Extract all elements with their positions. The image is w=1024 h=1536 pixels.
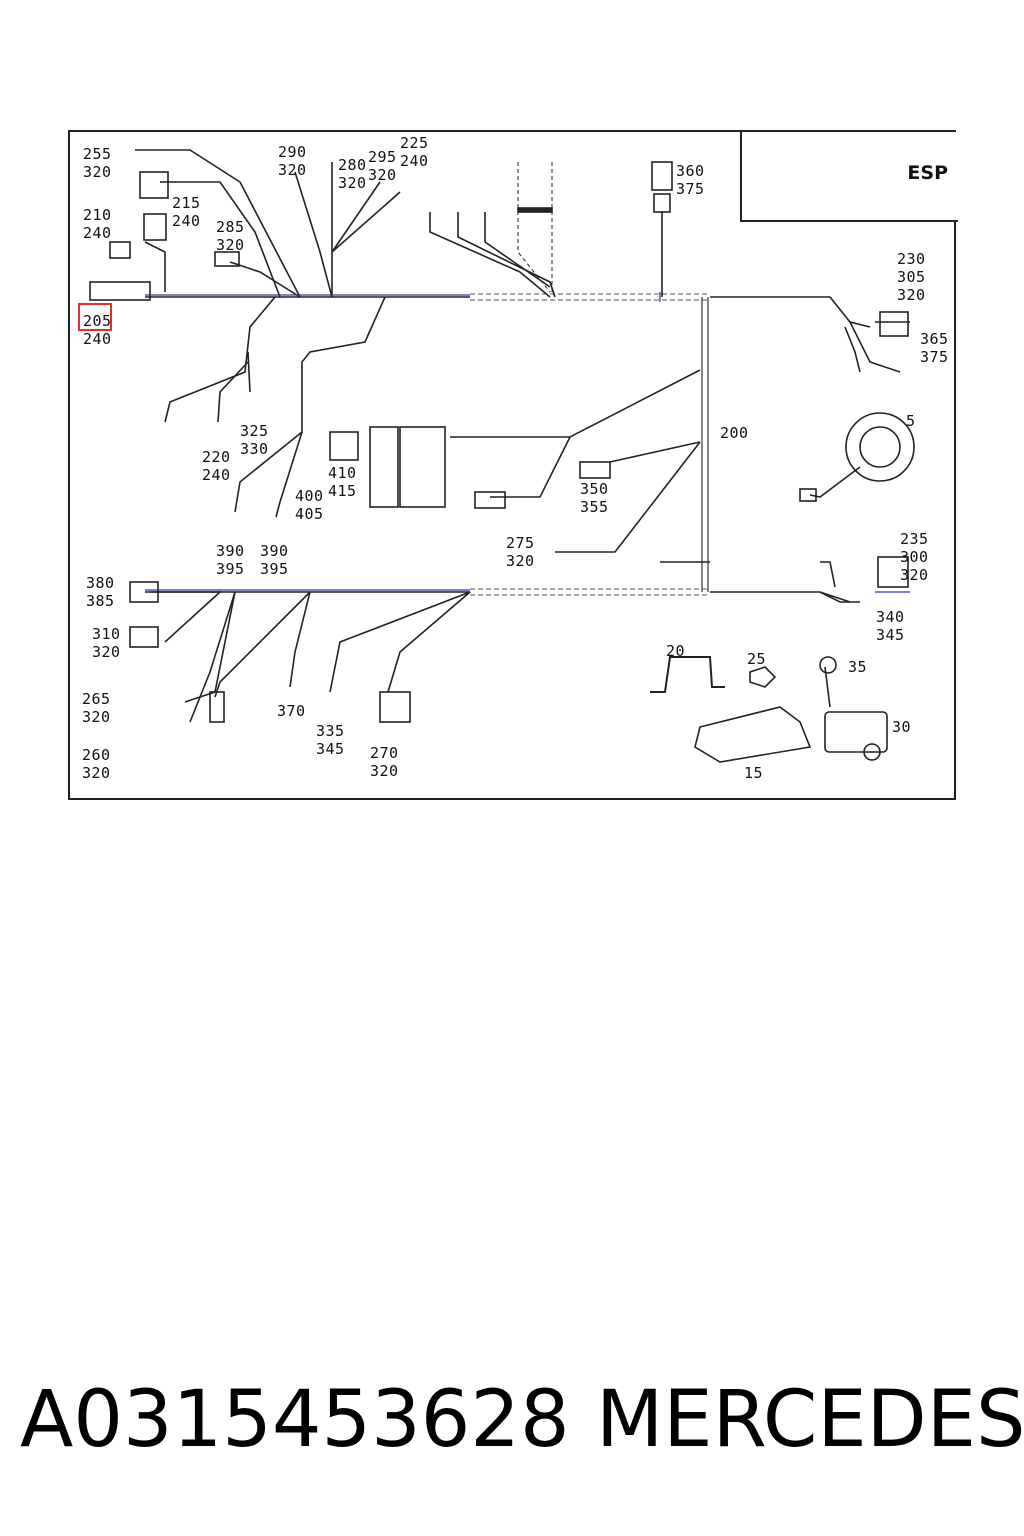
callout-370: 370 <box>277 702 306 720</box>
harness-drawing <box>89 149 915 763</box>
esp-label: ESP <box>907 162 948 184</box>
callout-5: 5 <box>906 412 916 430</box>
callout-15: 15 <box>744 764 764 782</box>
part-number: A0315453628 <box>20 1375 570 1465</box>
callout-25: 25 <box>747 650 767 668</box>
callout-20: 20 <box>666 642 686 660</box>
product-footer: A0315453628 MERCEDES <box>0 1370 1024 1470</box>
callout-35: 35 <box>848 658 868 676</box>
esp-vehicle-inset: ESP <box>740 132 958 222</box>
highlight-box <box>78 303 112 331</box>
callout-200: 200 <box>720 424 749 442</box>
brand-name: MERCEDES <box>596 1375 1024 1465</box>
callout-30: 30 <box>892 718 912 736</box>
